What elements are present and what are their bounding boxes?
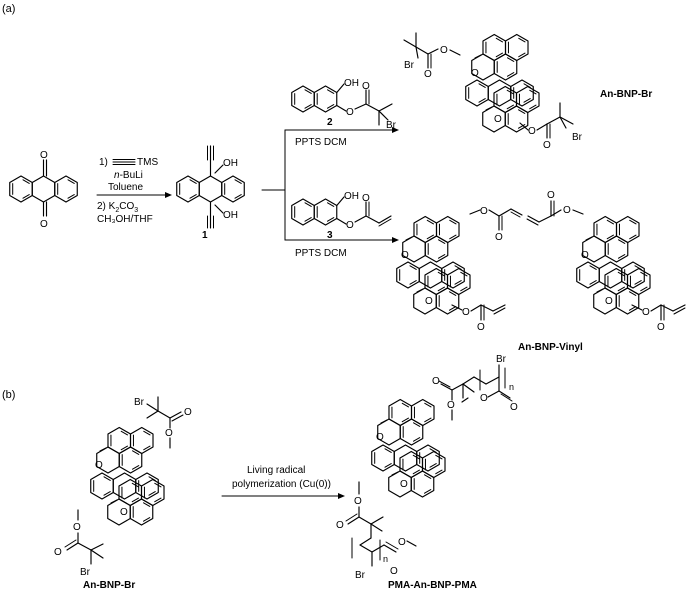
an-bnp-br-initiator-structure: O O Br O O O O Br (54, 396, 192, 578)
svg-text:O: O (563, 205, 571, 216)
panel-label-b: (b) (2, 389, 15, 401)
anthraquinone-structure: O O (9, 150, 78, 230)
svg-text:O: O (336, 520, 344, 531)
anthraquinone-o-top: O (40, 150, 48, 161)
panel-label-a: (a) (2, 3, 15, 15)
br-product-br-top: Br (404, 60, 415, 71)
br-product-o-bottom: O (528, 126, 536, 137)
pma-an-bnp-pma-structure: O O n Br O O O O O O (336, 354, 518, 581)
reagent2-o-carbonyl: O (362, 81, 370, 92)
svg-text:O: O (354, 496, 362, 507)
svg-text:O: O (480, 206, 488, 217)
reagent2-oh: OH (344, 78, 359, 89)
polymerization-line2: polymerization (Cu(0)) (232, 479, 331, 490)
svg-text:O: O (510, 402, 518, 413)
an-bnp-br-structure: O O Br O O O O Br (403, 32, 583, 151)
reagent3-o-ester: O (346, 220, 354, 231)
polymer-n-bottom: n (383, 554, 388, 564)
svg-text:O: O (73, 522, 81, 533)
step1-line1: 1) (99, 157, 108, 168)
reagent-3-structure: OH O O 3 (291, 191, 392, 241)
svg-text:O: O (605, 296, 613, 307)
svg-text:O: O (401, 250, 409, 261)
reagent2-number: 2 (327, 117, 333, 128)
svg-text:O: O (477, 322, 485, 333)
step1-solvent: CH₃OH/THF (97, 214, 153, 225)
polymer-br-bottom: Br (355, 570, 366, 581)
diol-oh-bottom: OH (223, 210, 238, 221)
svg-text:O: O (495, 232, 503, 243)
reagent3-oh: OH (344, 191, 359, 202)
reagent-2-structure: OH O O Br 2 (291, 78, 397, 131)
svg-text:O: O (54, 547, 62, 558)
step1-arrowhead (165, 192, 172, 198)
upper-conditions: PPTS DCM (295, 137, 347, 148)
initiator-br-top: Br (134, 397, 145, 408)
an-bnp-vinyl-structure-1: O O O O O O (397, 206, 523, 333)
step1-conditions: 1) TMS n-BuLi Toluene 2) K2CO3 CH₃OH/THF (96, 157, 172, 225)
polymer-label: PMA-An-BNP-PMA (388, 580, 477, 590)
svg-text:O: O (95, 460, 103, 471)
step1-toluene: Toluene (108, 182, 143, 193)
polymer-n-top: n (509, 382, 514, 392)
diol-oh-top: OH (223, 158, 238, 169)
step1-tms: TMS (137, 157, 158, 168)
step1-k2co3-a: 2) K (97, 201, 116, 212)
polymer-br-top: Br (496, 354, 507, 365)
svg-text:2) K2CO3: 2) K2CO3 (97, 201, 138, 214)
br-product-br-bottom: Br (572, 132, 583, 143)
diol-1-structure: OH OH 1 (176, 145, 245, 241)
reagent3-o-carbonyl: O (362, 193, 370, 204)
diol-number: 1 (202, 230, 208, 241)
initiator-label: An-BNP-Br (83, 580, 135, 590)
anthraquinone-o-bottom: O (40, 219, 48, 230)
reagent2-br: Br (386, 120, 397, 131)
svg-text:O: O (657, 322, 665, 333)
svg-text:O: O (165, 428, 173, 439)
svg-text:O: O (480, 393, 488, 404)
svg-text:O: O (462, 307, 470, 318)
an-bnp-vinyl-structure-2: O O O O O O (526, 190, 686, 333)
svg-text:O: O (581, 250, 589, 261)
reagent2-o-ester: O (346, 107, 354, 118)
svg-text:O: O (543, 140, 551, 151)
initiator-br-bottom: Br (80, 567, 91, 578)
svg-text:O: O (184, 407, 192, 418)
svg-text:O: O (425, 296, 433, 307)
reagent3-number: 3 (327, 230, 333, 241)
svg-text:O: O (494, 114, 502, 125)
svg-text:O: O (471, 68, 479, 79)
svg-text:O: O (120, 507, 128, 518)
br-product-label: An-BNP-Br (600, 89, 652, 100)
svg-text:O: O (398, 537, 406, 548)
svg-text:O: O (547, 190, 555, 201)
svg-text:O: O (424, 69, 432, 80)
polymerization-step: Living radical polymerization (Cu(0)) (221, 465, 345, 499)
svg-text:O: O (642, 307, 650, 318)
br-product-o-top: O (440, 45, 448, 56)
lower-conditions: PPTS DCM (295, 248, 347, 259)
svg-text:O: O (376, 432, 384, 443)
branch-arrows (261, 127, 399, 243)
svg-text:O: O (390, 566, 398, 577)
vinyl-product-label: An-BNP-Vinyl (518, 342, 583, 353)
svg-text:O: O (447, 400, 455, 411)
svg-text:O: O (432, 376, 440, 387)
svg-text:O: O (400, 479, 408, 490)
svg-text:n-BuLi: n-BuLi (114, 170, 143, 181)
step1-nbuli: -BuLi (120, 170, 143, 181)
step1-nbuli-n: n (114, 170, 120, 181)
polymerization-line1: Living radical (247, 465, 305, 476)
